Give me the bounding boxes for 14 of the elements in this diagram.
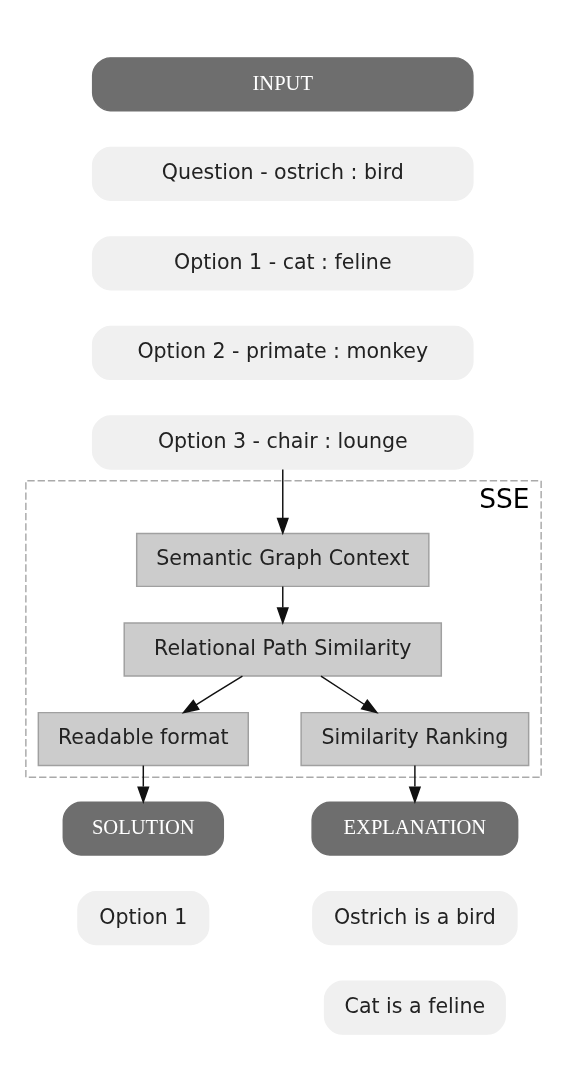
arrow [181,674,244,714]
node-box: INPUT [91,56,474,111]
arrow [276,585,289,625]
node-box: SOLUTION [62,800,225,856]
node-box: EXPLANATION [311,800,519,856]
node-box: Semantic Graph Context [135,532,430,587]
arrow [408,764,422,804]
arrow [137,764,150,804]
arrow [320,674,379,714]
node-box: Readable format [37,711,249,766]
node-box: Option 3 - chair : lounge [91,414,474,470]
node-box: Relational Path Similarity [123,621,443,677]
node-box: Similarity Ranking [300,711,530,766]
arrow [276,468,289,535]
